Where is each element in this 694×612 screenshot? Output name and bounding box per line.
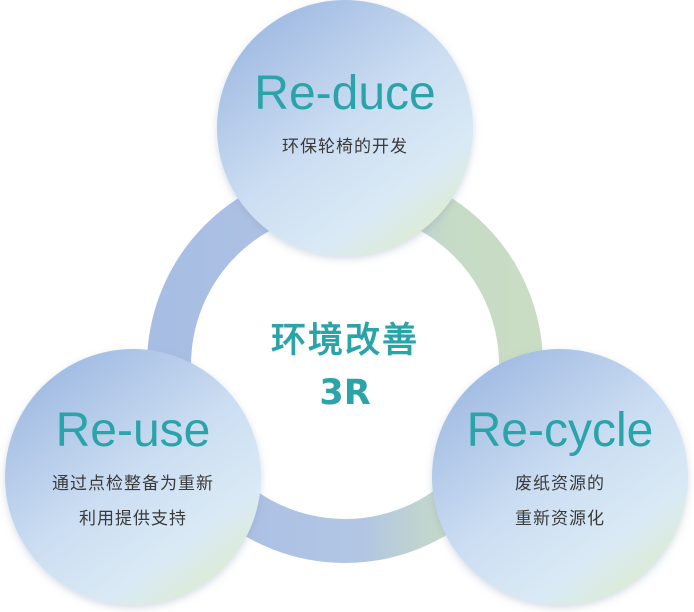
node-desc-reduce: 环保轮椅的开发 bbox=[282, 137, 408, 157]
node-title-reduce: Re-duce bbox=[254, 67, 435, 120]
node-desc-recycle-line2: 重新资源化 bbox=[515, 509, 605, 529]
node-desc-reuse-line1: 通过点检整备为重新 bbox=[52, 474, 214, 494]
bubble-reduce bbox=[217, 0, 473, 256]
node-desc-recycle-line1: 废纸资源的 bbox=[515, 474, 605, 494]
node-recycle: Re-cycle 废纸资源的 重新资源化 bbox=[432, 349, 688, 605]
node-title-reuse: Re-use bbox=[56, 404, 211, 457]
bubble-reuse bbox=[5, 349, 261, 605]
center-label: 环境改善 3R bbox=[271, 321, 419, 413]
node-reuse: Re-use 通过点检整备为重新 利用提供支持 bbox=[5, 349, 261, 605]
bubble-recycle bbox=[432, 349, 688, 605]
center-subtitle: 3R bbox=[319, 373, 370, 413]
center-title: 环境改善 bbox=[271, 321, 419, 361]
node-reduce: Re-duce 环保轮椅的开发 bbox=[217, 0, 473, 256]
node-desc-reuse-line2: 利用提供支持 bbox=[79, 509, 187, 529]
node-title-recycle: Re-cycle bbox=[467, 404, 654, 457]
